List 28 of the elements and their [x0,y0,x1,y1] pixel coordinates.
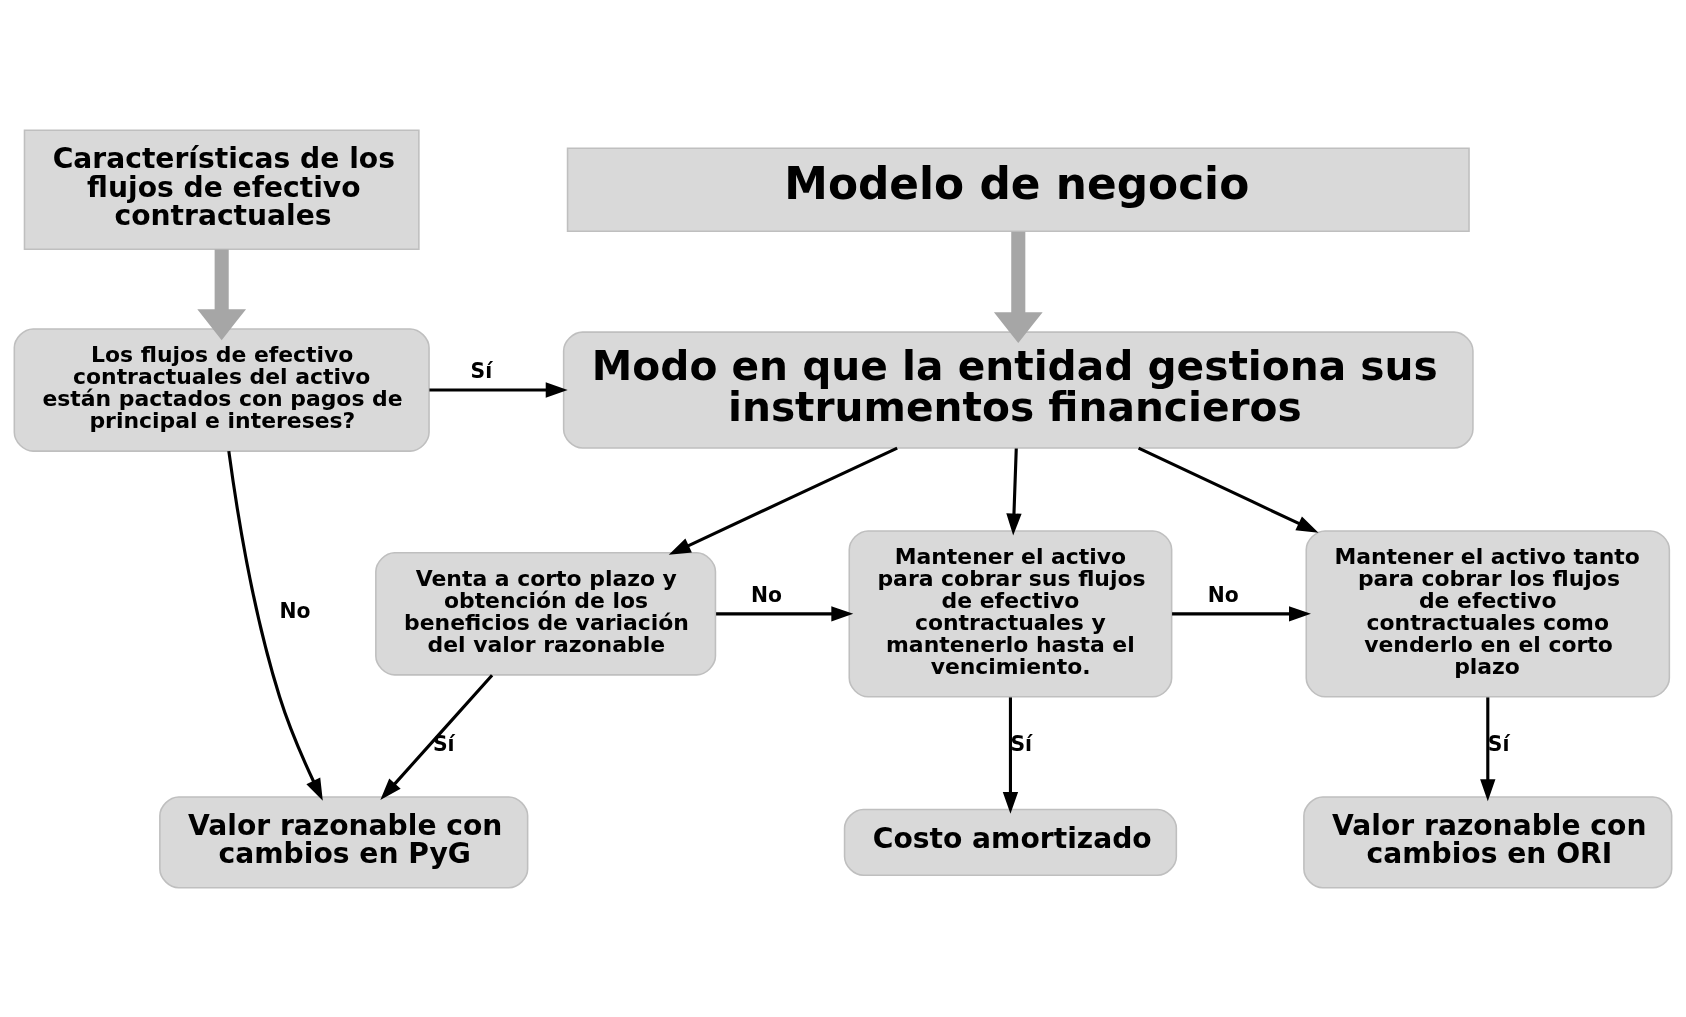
edge-label: Sí [470,358,493,383]
arrow [1480,696,1496,801]
arrow [1006,447,1022,535]
arrow [668,446,898,555]
node-box: Los flujos de efectivo contractuales del activo están pactados con pagos de principal e intereses? [13,327,430,452]
edge-label: No [1207,582,1239,607]
node-box: Modelo de negocio [566,146,1470,232]
arrow [197,248,247,340]
node-box: Modo en que la entidad gestiona sus instrumentos financieros [562,330,1474,449]
arrow [429,381,568,398]
arrow [227,450,323,801]
node-box: Venta a corto plazo y obtención de los beneficios de variación del valor razonable [375,551,717,676]
node-box: Valor razonable con cambios en ORI [1303,795,1673,889]
node-box: Costo amortizado [843,808,1178,876]
arrow [380,673,494,800]
arrow [1172,605,1311,622]
node-box: Valor razonable con cambios en PyG [159,795,529,889]
node-box: Mantener el activo tanto para cobrar los flujos de efectivo contractuales como venderlo en el corto plazo [1305,529,1671,698]
edge-label: No [279,598,311,623]
edge-label: No [751,582,783,607]
edge-label: Sí [1010,731,1033,756]
arrow [1137,446,1319,533]
arrow [1002,696,1019,814]
arrow [716,605,854,622]
edge-label: Sí [1487,731,1510,756]
node-box: Características de los flujos de efectivo contractuales [23,128,420,250]
arrow [993,231,1043,343]
node-box: Mantener el activo para cobrar sus flujos de efectivo contractuales y mantenerlo hasta el vencimiento. [848,529,1173,698]
